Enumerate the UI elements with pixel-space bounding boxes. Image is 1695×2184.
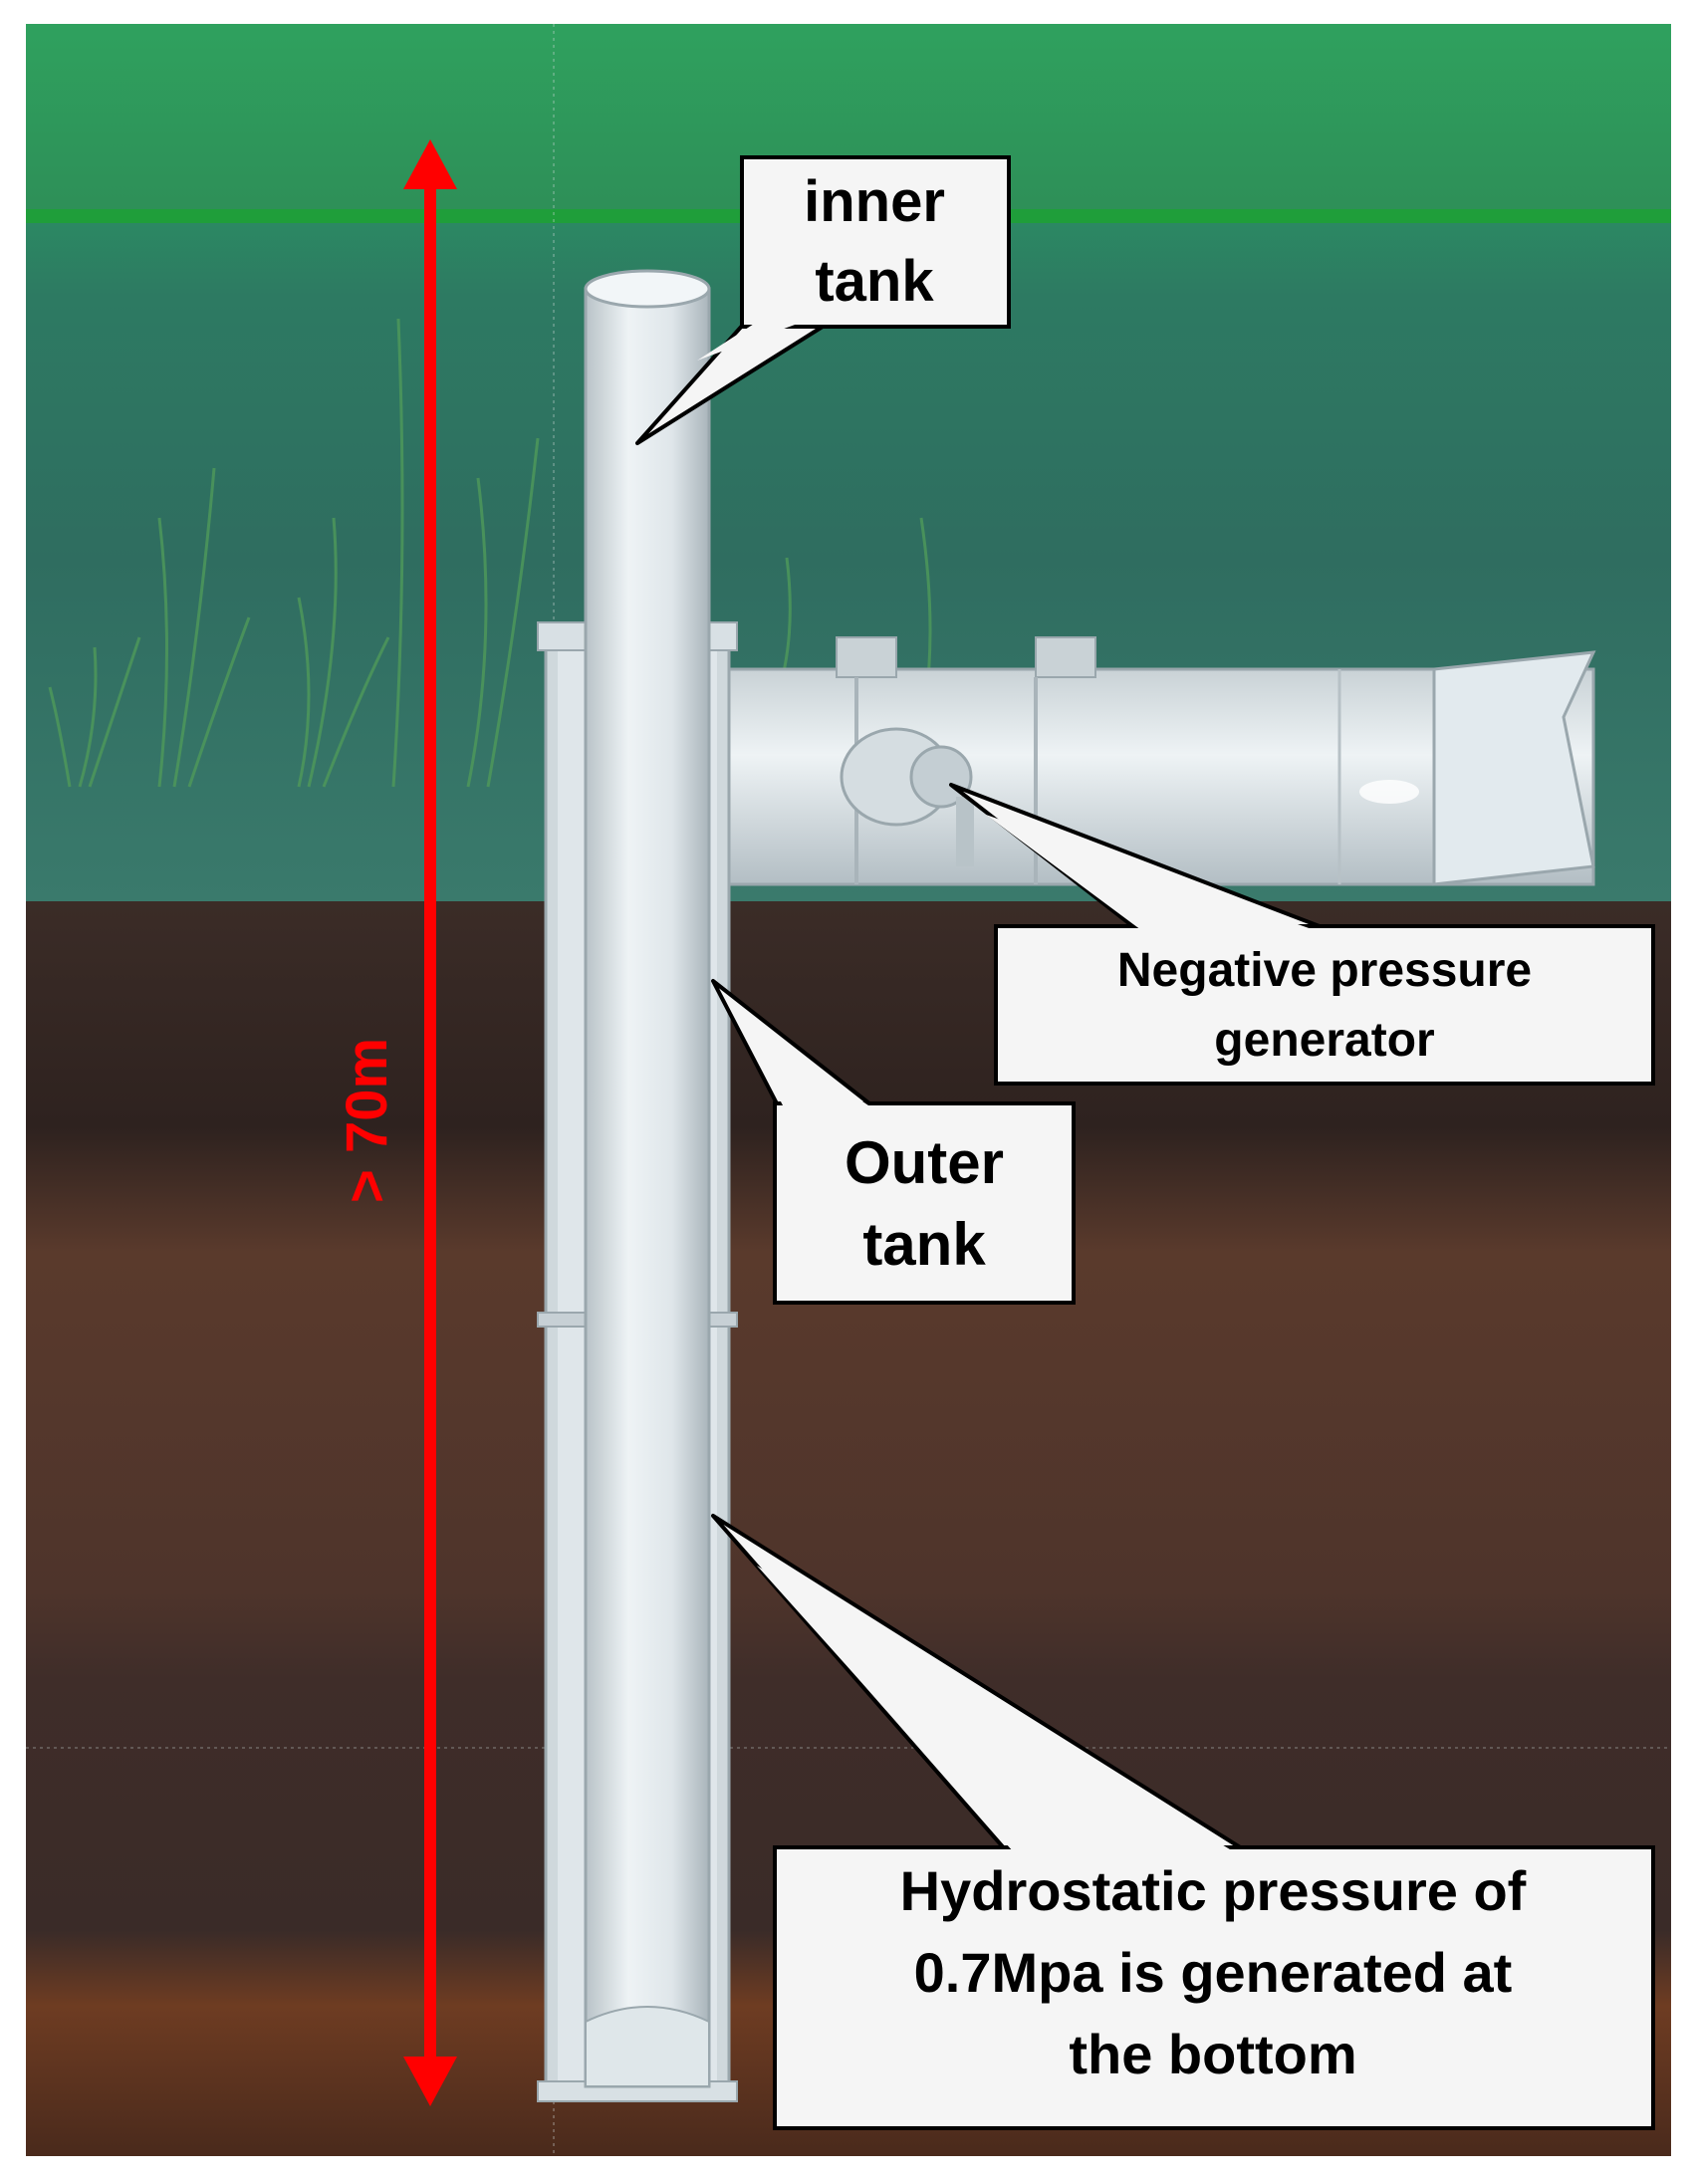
negative-pressure-generator-pipe <box>695 636 1596 886</box>
callout-hydrostatic-line-3: the bottom <box>1069 2023 1356 2085</box>
callout-outer-tank-line-2: tank <box>862 1211 986 1278</box>
water-plants <box>48 318 932 788</box>
callout-outer-tank: Outer tank <box>711 979 1076 1305</box>
depth-arrow <box>403 139 457 2106</box>
callout-hydrostatic-pressure: Hydrostatic pressure of 0.7Mpa is generat… <box>711 1514 1655 2130</box>
callout-inner-tank-line-1: inner <box>804 169 945 234</box>
depth-label: > 70m <box>335 1038 399 1203</box>
callout-outer-tank-line-1: Outer <box>845 1129 1004 1196</box>
inner-tank <box>584 269 711 2088</box>
callout-negative-pressure-generator: Negative pressure generator <box>949 783 1655 1086</box>
callout-hydrostatic-line-1: Hydrostatic pressure of <box>900 1859 1527 1922</box>
svg-text:Hydrostatic pressure of0.7Mpa: Hydrostatic pressure of 0.7Mpa is generat… <box>900 1859 1527 2085</box>
callout-hydrostatic-line-2: 0.7Mpa is generated at <box>914 1941 1513 2004</box>
callout-inner-tank: inner tank <box>635 155 1011 445</box>
callout-npg-line-1: Negative pressure <box>1117 944 1532 997</box>
callout-inner-tank-line-2: tank <box>815 249 934 314</box>
callout-npg-line-2: generator <box>1214 1014 1434 1067</box>
